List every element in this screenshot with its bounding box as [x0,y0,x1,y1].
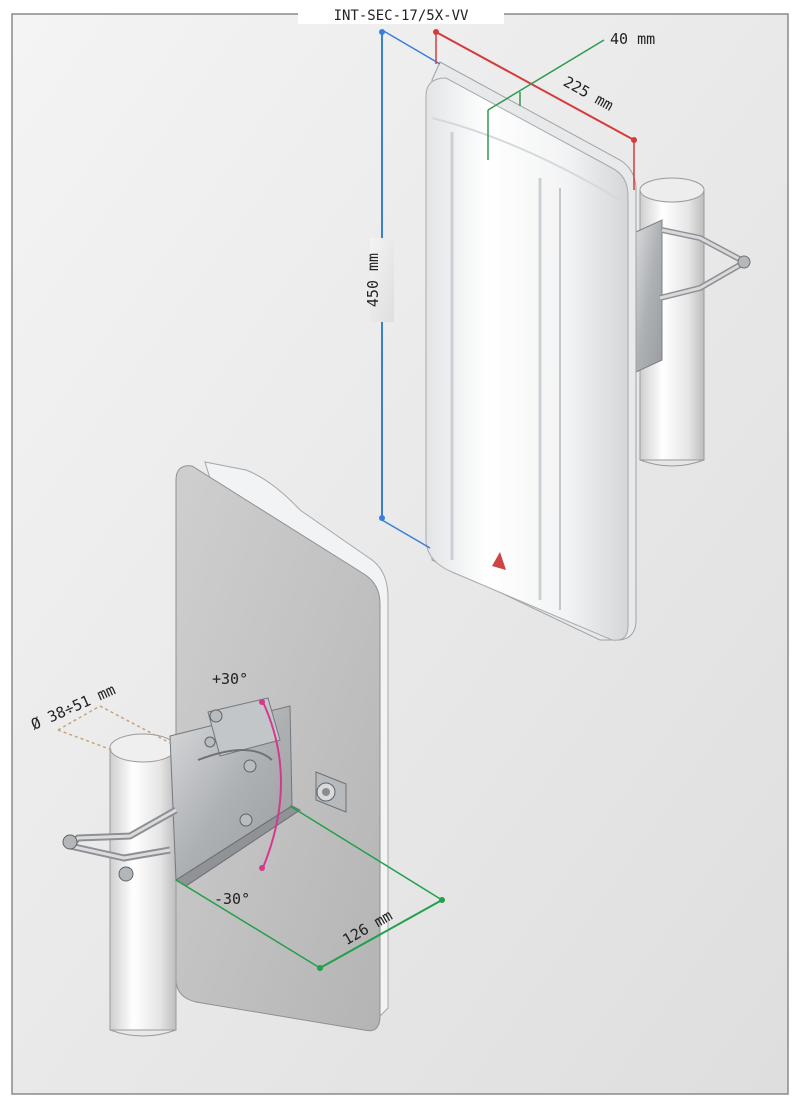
height-label: 450 mm [364,253,382,307]
height-dimension: 450 mm [364,29,441,549]
mounting-bracket-top [635,219,751,373]
brand-logo-icon [492,552,506,570]
depth-label: 40 mm [610,30,655,48]
mounting-bracket-bottom [62,697,301,887]
depth-dimension: 40 mm [487,30,655,160]
antenna-back-view: +30° -30° [62,461,389,1037]
radome-front [425,77,629,641]
pole-bottom [109,733,177,1037]
title-backdrop [298,6,504,24]
tilt-down-label: -30° [214,890,250,908]
tilt-arc [259,699,282,871]
tilt-up-label: +30° [212,670,248,688]
diagram-title: INT-SEC-17/5X-VV [334,8,469,24]
antenna-front-view [425,61,751,641]
n-connector-icon [315,771,347,813]
